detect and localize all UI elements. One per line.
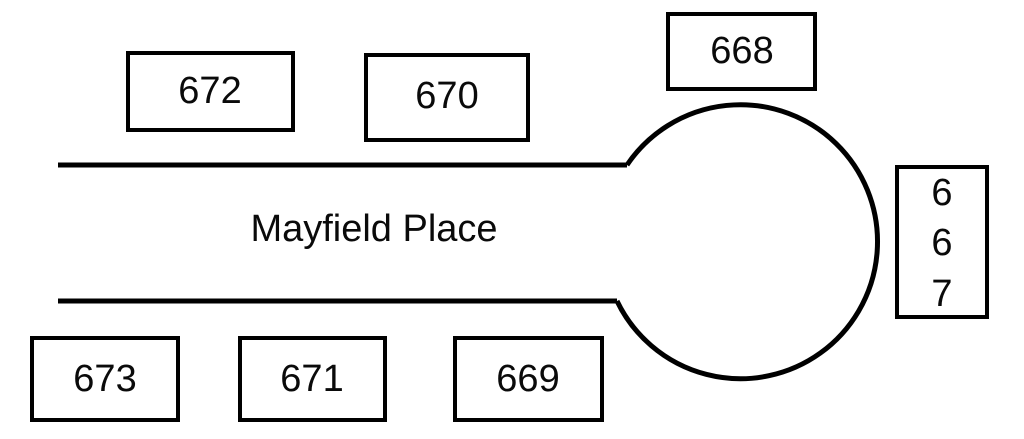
parcel-668-label: 668	[710, 30, 773, 72]
parcel-672-label: 672	[178, 70, 241, 112]
parcel-669-box[interactable]	[453, 336, 604, 422]
parcel-667-label-line-3: 7	[931, 273, 952, 315]
parcel-670[interactable]: 670	[364, 53, 530, 142]
parcel-673-label: 673	[73, 358, 136, 400]
parcel-671[interactable]: 671	[238, 336, 387, 422]
parcel-667[interactable]: 6 6 7	[895, 165, 989, 319]
parcel-673-box[interactable]	[30, 336, 180, 422]
parcel-667-label-line-1: 6	[931, 172, 952, 214]
parcel-668[interactable]: 668	[666, 12, 817, 91]
parcel-669-label: 669	[496, 358, 559, 400]
street-name-label: Mayfield Place	[250, 208, 497, 250]
parcel-667-label-line-2: 6	[931, 222, 952, 264]
parcel-667-box[interactable]	[895, 165, 989, 319]
parcel-668-box[interactable]	[666, 12, 817, 91]
parcel-672-box[interactable]	[126, 51, 295, 132]
parcel-671-box[interactable]	[238, 336, 387, 422]
parcel-671-label: 671	[280, 358, 343, 400]
parcel-672[interactable]: 672	[126, 51, 295, 132]
parcel-670-label: 670	[415, 75, 478, 117]
cul-de-sac-circle	[614, 102, 881, 382]
parcel-670-box[interactable]	[364, 53, 530, 142]
parcel-669[interactable]: 669	[453, 336, 604, 422]
parcel-673[interactable]: 673	[30, 336, 180, 422]
